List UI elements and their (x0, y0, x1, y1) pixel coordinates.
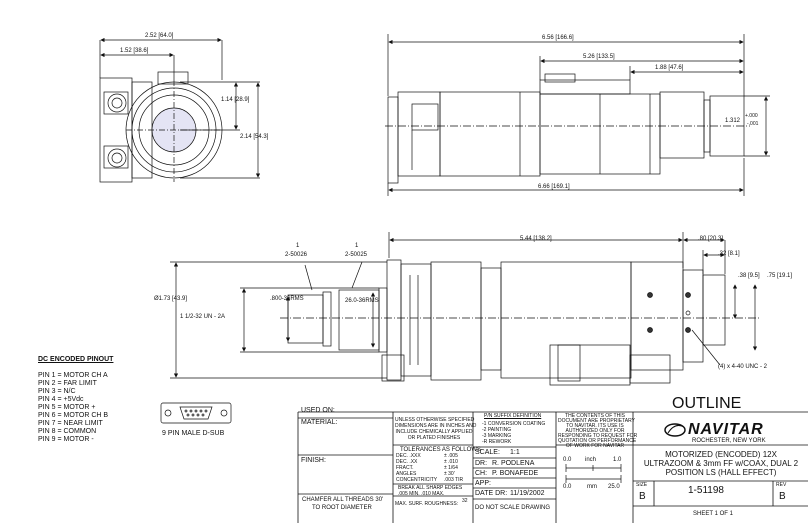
size-label: SIZE (636, 482, 648, 488)
dim-adapter-thread-a: .800-36RMS (270, 296, 304, 302)
drawing-number: 1-51198 (688, 485, 724, 496)
pin-item: PIN 8 = COMMON (38, 428, 97, 435)
pin-item: PIN 7 = NEAR LIMIT (38, 420, 103, 427)
pin-item: PIN 2 = FAR LIMIT (38, 380, 97, 387)
side-view-drawing (280, 259, 760, 386)
dim-front-extension: .80 [20.3] (698, 236, 724, 242)
chamfer-note-2: TO ROOT DIAMETER (312, 505, 372, 511)
top-side-view-drawing (385, 73, 750, 184)
callout-2-part: 2-50025 (345, 252, 368, 258)
do-not-scale-note: DO NOT SCALE DRAWING (475, 505, 551, 511)
dsub-connector-drawing (160, 402, 232, 424)
outline-title: OUTLINE (672, 395, 742, 412)
edges-note-2: .005 MIN. .010 MAX. (398, 491, 445, 497)
dim-body-length: 6.66 [169.1] (538, 184, 570, 190)
pin-item: PIN 3 = N/C (38, 388, 76, 395)
callout-1-part: 2-50026 (285, 252, 308, 258)
dim-overall-length: 6.56 [166.6] (542, 35, 574, 41)
dim-hole-offset-a: .38 [9.5] (738, 273, 760, 279)
dim-adapter-thread-b: 26.0-36RMS (345, 298, 379, 304)
approved-label: APP: (475, 480, 491, 487)
dim-motor-length: 1.88 [47.6] (655, 65, 684, 71)
callout-2-qty: 1 (355, 243, 359, 249)
end-view-drawing (99, 71, 223, 183)
edges-note-1: BREAK ALL SHARP EDGES (398, 485, 463, 491)
dim-barrel-diameter: 1.312 (725, 118, 741, 124)
dim-barrel-tol-minus: -.001 (747, 121, 759, 127)
pn-suffix-title: P/N SUFFIX DEFINITION (484, 413, 542, 419)
chamfer-note-1: CHAMFER ALL THREADS 30' (302, 497, 384, 503)
surface-note: MAX. SURF. ROUGHNESS: (395, 501, 459, 507)
checked-by-label: CH: (475, 470, 488, 477)
dim-end-overall-height: 2.14 [54.3] (240, 134, 269, 140)
dim-end-overall-width: 2.52 [64.0] (145, 33, 174, 39)
connector-label: 9 PIN MALE D-SUB (162, 430, 225, 437)
dim-housing-length: 5.26 [133.5] (583, 54, 615, 60)
pin-item: PIN 9 = MOTOR - (38, 436, 94, 443)
callout-1-qty: 1 (296, 243, 300, 249)
dim-body-diameter: Ø1.73 [43.9] (154, 296, 188, 302)
sheet-number: SHEET 1 OF 1 (693, 511, 733, 517)
pin-item: PIN 1 = MOTOR CH A (38, 372, 108, 379)
surface-value: 32 (462, 498, 468, 504)
dim-mount-thread: 1 1/2-32 UN - 2A (180, 314, 226, 320)
scale-inch-unit: inch (585, 457, 597, 463)
dim-end-center-height: 1.14 [28.9] (221, 97, 250, 103)
used-on-label: USED ON: (301, 407, 335, 414)
dim-hole-offset-b: .75 [19.1] (767, 273, 793, 279)
hole-note: (4) x 4-40 UNC - 2 (718, 364, 768, 370)
date-drawn-value: 11/19/2002 (510, 490, 545, 497)
pin-item: PIN 5 = MOTOR + (38, 404, 96, 411)
drawn-by-value: R. PODLENA (492, 460, 535, 467)
scale-inch-start: 0.0 (563, 457, 572, 463)
size-value: B (639, 491, 646, 502)
title-block-frame (297, 411, 808, 523)
company-location: ROCHESTER, NEW YORK (692, 438, 766, 444)
scale-mm-unit: mm (587, 484, 597, 490)
navitar-logo (664, 423, 686, 437)
finish-label: FINISH: (301, 457, 326, 464)
rev-label: REV (776, 482, 787, 488)
dim-end-center-offset: 1.52 [38.6] (120, 48, 149, 54)
material-label: MATERIAL: (301, 419, 338, 426)
scale-label: SCALE: (475, 449, 500, 456)
dim-flange-to-front: 5.44 [138.2] (520, 236, 552, 242)
pin-item: PIN 4 = +5Vdc (38, 396, 84, 403)
drawn-by-label: DR: (475, 460, 488, 467)
scale-value: 1:1 (510, 449, 520, 456)
date-drawn-label: DATE DR: (475, 490, 508, 497)
pinout-title: DC ENCODED PINOUT (38, 356, 114, 363)
dim-front-step: .32 [8.1] (718, 251, 740, 257)
scale-mm-end: 25.0 (608, 484, 620, 490)
checked-by-value: P. BONAFEDE (492, 470, 539, 477)
company-name: NAVITAR (688, 421, 764, 438)
scale-inch-end: 1.0 (613, 457, 622, 463)
rev-value: B (779, 491, 786, 502)
pin-item: PIN 6 = MOTOR CH B (38, 412, 109, 419)
dim-barrel-tol-plus: +.000 (745, 113, 758, 119)
tolerances-title: TOLERANCES AS FOLLOWS (400, 447, 481, 453)
scale-mm-start: 0.0 (563, 484, 572, 490)
